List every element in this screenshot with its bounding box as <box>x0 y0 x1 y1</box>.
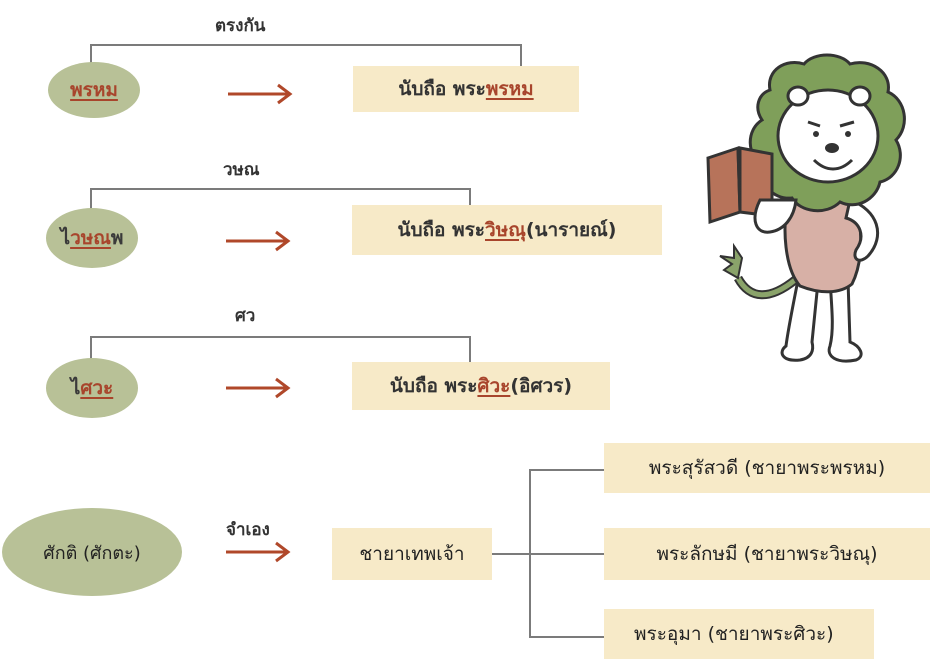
right-arrow-icon <box>226 377 291 399</box>
origin-oval: พรหม <box>48 62 140 118</box>
bracket-line <box>469 336 471 368</box>
origin-oval: ไวษณพ <box>46 208 138 268</box>
branch-line <box>492 553 530 555</box>
consort-branch: พระลักษมี (ชายาพระวิษณุ) <box>604 528 930 580</box>
right-arrow-icon <box>226 230 291 252</box>
branch-line <box>529 636 604 638</box>
bracket-line <box>90 188 92 222</box>
bracket-line <box>90 336 470 338</box>
bracket-line <box>520 44 522 72</box>
right-arrow-icon <box>226 541 291 563</box>
bracket-line <box>90 44 522 46</box>
lion-mascot-illustration <box>706 53 906 363</box>
right-arrow-icon <box>228 83 293 105</box>
bracket-line <box>90 336 92 376</box>
consort-branch: พระอุมา (ชายาพระศิวะ) <box>604 609 874 659</box>
row-label: ศว <box>235 306 256 326</box>
belief-box: นับถือ พระวิษณุ (นารายณ์) <box>352 205 662 255</box>
branch-line <box>529 553 604 555</box>
consort-branch: พระสุรัสวดี (ชายาพระพรหม) <box>604 443 930 493</box>
origin-oval: ไศวะ <box>46 358 138 418</box>
bracket-line <box>90 44 92 74</box>
shakti-label: จำเอง <box>226 520 270 540</box>
bracket-line <box>90 188 470 190</box>
branch-line <box>529 469 604 471</box>
row-label: ตรงกัน <box>215 16 266 36</box>
consort-box: ชายาเทพเจ้า <box>332 528 492 580</box>
belief-box: นับถือ พระศิวะ (อิศวร) <box>352 362 610 410</box>
belief-box: นับถือ พระพรหม <box>353 66 579 112</box>
row-label: วษณ <box>223 160 260 180</box>
shakti-oval: ศักติ (ศักตะ) <box>2 508 182 596</box>
